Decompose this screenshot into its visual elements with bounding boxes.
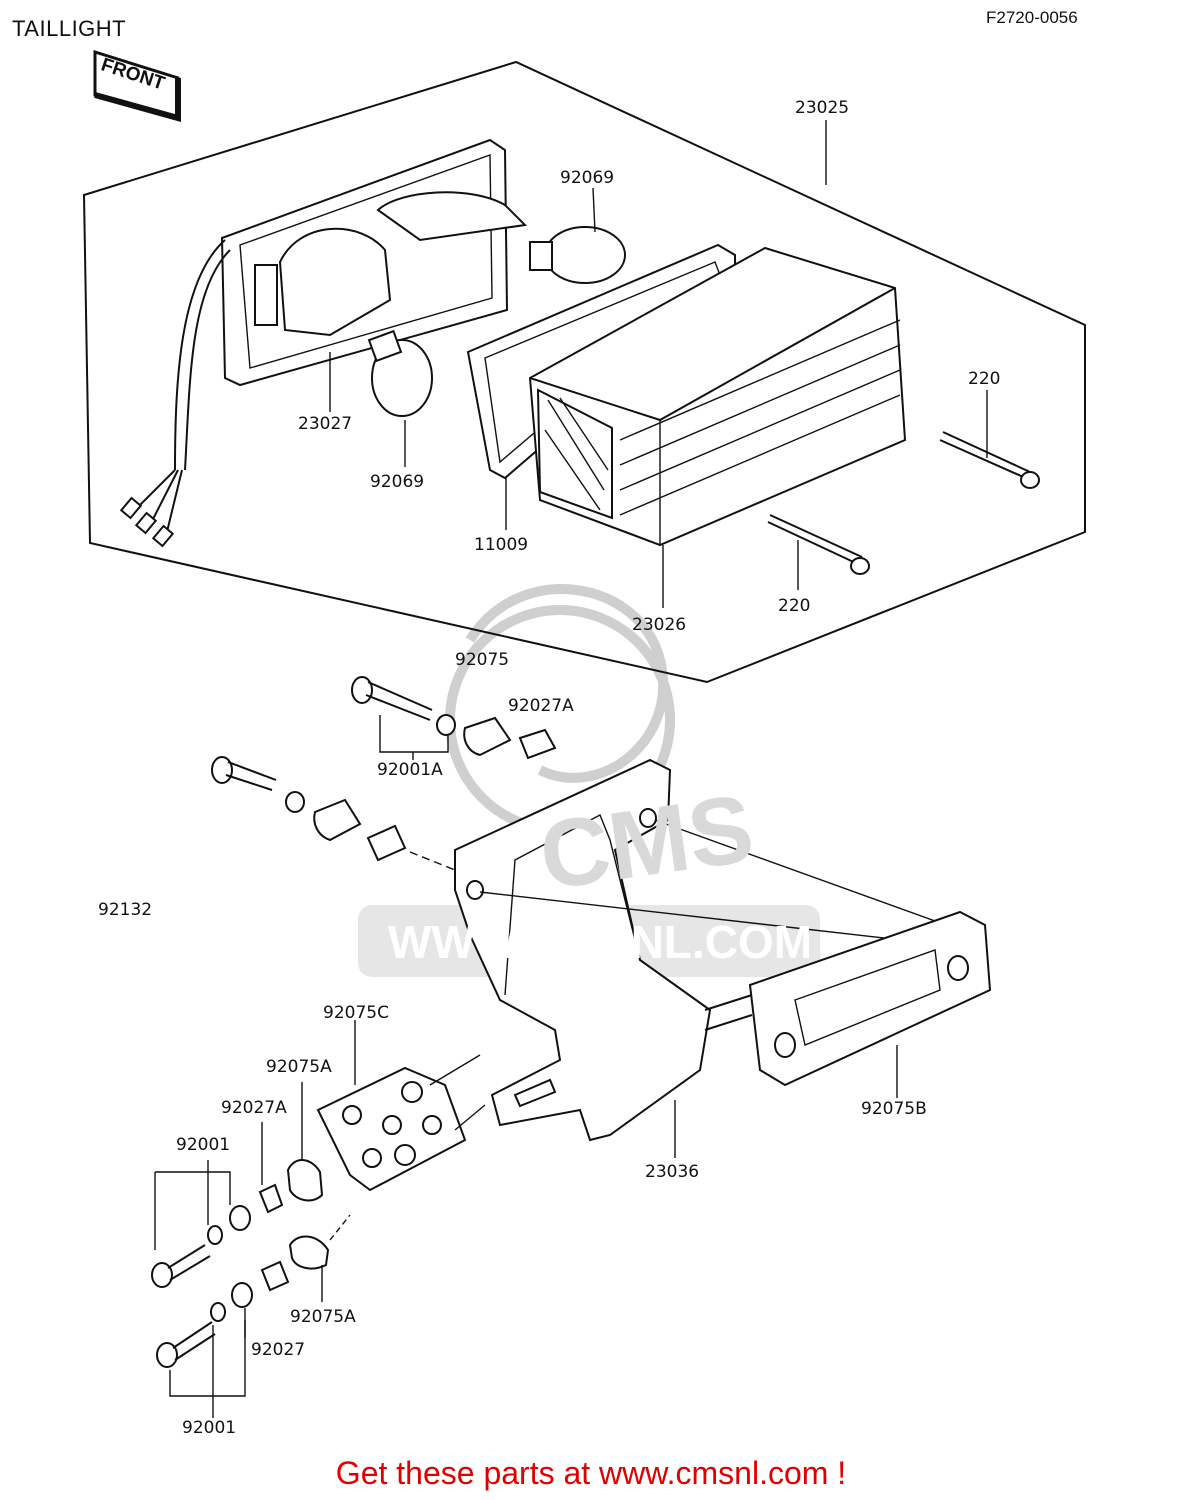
part-number[interactable]: 92001	[182, 1418, 237, 1438]
screw-icon	[767, 431, 1040, 575]
assembly-boundary	[82, 60, 1086, 684]
part-number[interactable]: 23026	[632, 615, 687, 635]
diagram-title: TAILLIGHT	[12, 16, 127, 41]
part-number[interactable]: 92075A	[290, 1307, 356, 1327]
part-number[interactable]: 92001A	[377, 760, 443, 780]
part-number[interactable]: 92075A	[266, 1057, 332, 1077]
housing-base	[220, 138, 528, 387]
plate-lamp	[704, 910, 992, 1087]
part-number[interactable]: 23025	[795, 98, 850, 118]
part-number[interactable]: 92075C	[323, 1003, 389, 1023]
part-number[interactable]: 92075	[455, 650, 510, 670]
watermark-url: WWW.CMSNL.COM	[388, 916, 813, 968]
part-number[interactable]: 11009	[474, 535, 529, 555]
part-number[interactable]: 92069	[370, 472, 425, 492]
leader-lines	[329, 120, 988, 608]
part-number[interactable]: 92027	[251, 1340, 306, 1360]
part-number[interactable]: 23036	[645, 1162, 700, 1182]
bulb-icon	[367, 226, 626, 417]
part-number[interactable]: 220	[778, 596, 811, 616]
wiring-harness	[119, 239, 231, 548]
part-number[interactable]: 92027A	[508, 696, 574, 716]
diagram-code: F2720-0056	[986, 8, 1078, 27]
license-bracket	[454, 758, 961, 1142]
mounting-bolts	[211, 676, 557, 881]
lens	[528, 246, 907, 547]
part-number[interactable]: 92001	[176, 1135, 231, 1155]
part-number[interactable]: 92027A	[221, 1098, 287, 1118]
front-arrow-icon	[93, 49, 181, 122]
footer-link[interactable]: Get these parts at www.cmsnl.com !	[335, 1455, 847, 1491]
lower-hardware	[151, 1045, 898, 1418]
part-number[interactable]: 23027	[298, 414, 353, 434]
part-number[interactable]: 92069	[560, 168, 615, 188]
rubber-plate	[316, 1020, 486, 1192]
part-number[interactable]: 220	[968, 369, 1001, 389]
part-number[interactable]: 92132	[98, 900, 153, 920]
part-number[interactable]: 92075B	[861, 1099, 927, 1119]
